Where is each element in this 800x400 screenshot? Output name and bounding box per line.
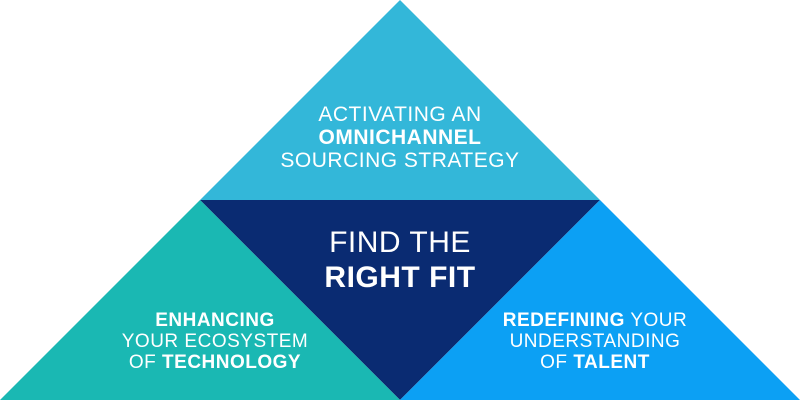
- left-line-3-bold: TECHNOLOGY: [162, 351, 302, 373]
- right-line-1: REDEFINING YOUR: [480, 310, 710, 332]
- right-line-3: OF TALENT: [480, 351, 710, 374]
- right-line-2: UNDERSTANDING: [509, 330, 681, 352]
- left-section-label: ENHANCING YOUR ECOSYSTEM OF TECHNOLOGY: [110, 310, 320, 374]
- left-line-3: OF TECHNOLOGY: [110, 351, 320, 374]
- left-line-1: ENHANCING: [155, 310, 275, 331]
- center-line-2: RIGHT FIT: [324, 260, 476, 294]
- top-line-1: ACTIVATING AN: [318, 103, 482, 126]
- left-line-3-prefix: OF: [128, 351, 157, 373]
- left-line-2: YOUR ECOSYSTEM: [121, 330, 309, 352]
- top-triangle: [200, 0, 600, 200]
- right-section-label: REDEFINING YOUR UNDERSTANDING OF TALENT: [480, 310, 710, 374]
- right-line-1-rest: YOUR: [630, 310, 688, 331]
- top-line-3: SOURCING STRATEGY: [280, 149, 520, 173]
- left-triangle: [0, 200, 400, 400]
- right-line-3-bold: TALENT: [573, 351, 650, 373]
- right-triangle: [400, 200, 800, 400]
- top-line-2: OMNICHANNEL: [318, 126, 482, 150]
- center-inverted-triangle: [200, 200, 600, 400]
- center-line-1: FIND THE: [329, 226, 471, 259]
- right-line-1-bold: REDEFINING: [502, 310, 625, 331]
- center-section-label: FIND THE RIGHT FIT: [250, 226, 550, 295]
- right-line-3-prefix: OF: [540, 351, 568, 373]
- top-section-label: ACTIVATING AN OMNICHANNEL SOURCING STRAT…: [240, 103, 560, 172]
